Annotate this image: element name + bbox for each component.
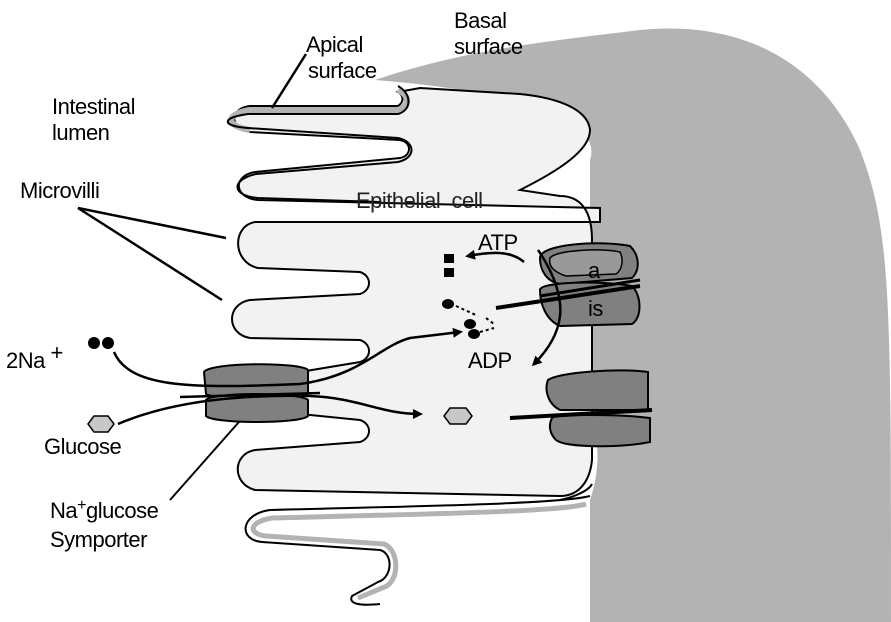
apical-pointer xyxy=(272,54,306,108)
glucose-label: Glucose xyxy=(44,434,121,460)
microvilli-label: Microvilli xyxy=(20,178,99,204)
symporter-pointer xyxy=(170,414,246,500)
lower-microvillus-2 xyxy=(253,504,586,598)
basal-label: Basal surface xyxy=(454,8,523,60)
pump-subunit-b-label: is xyxy=(588,296,603,322)
sodium-glucose-symporter xyxy=(180,364,320,422)
glucose-molecule xyxy=(88,416,114,432)
epithelial-cell-label: Epithelial cell xyxy=(356,188,483,214)
atp-label: ATP xyxy=(478,230,518,256)
potassium-ion xyxy=(444,268,454,277)
sodium-label: 2Na + xyxy=(6,348,63,374)
symporter-label: Na+glucose Symporter xyxy=(50,498,158,553)
potassium-ion xyxy=(444,254,454,263)
sodium-ion-inside xyxy=(464,319,476,329)
sodium-ion xyxy=(102,337,114,349)
pump-subunit-a-label: a xyxy=(588,258,600,284)
lumen-label: Intestinal lumen xyxy=(52,94,135,146)
sodium-ion xyxy=(88,337,100,349)
apical-label: Apical surface xyxy=(306,32,377,84)
sodium-ion-inside xyxy=(468,329,480,339)
glucose-molecule xyxy=(444,408,472,424)
adp-label: ADP xyxy=(468,348,512,374)
sodium-ion-inside xyxy=(442,299,454,309)
